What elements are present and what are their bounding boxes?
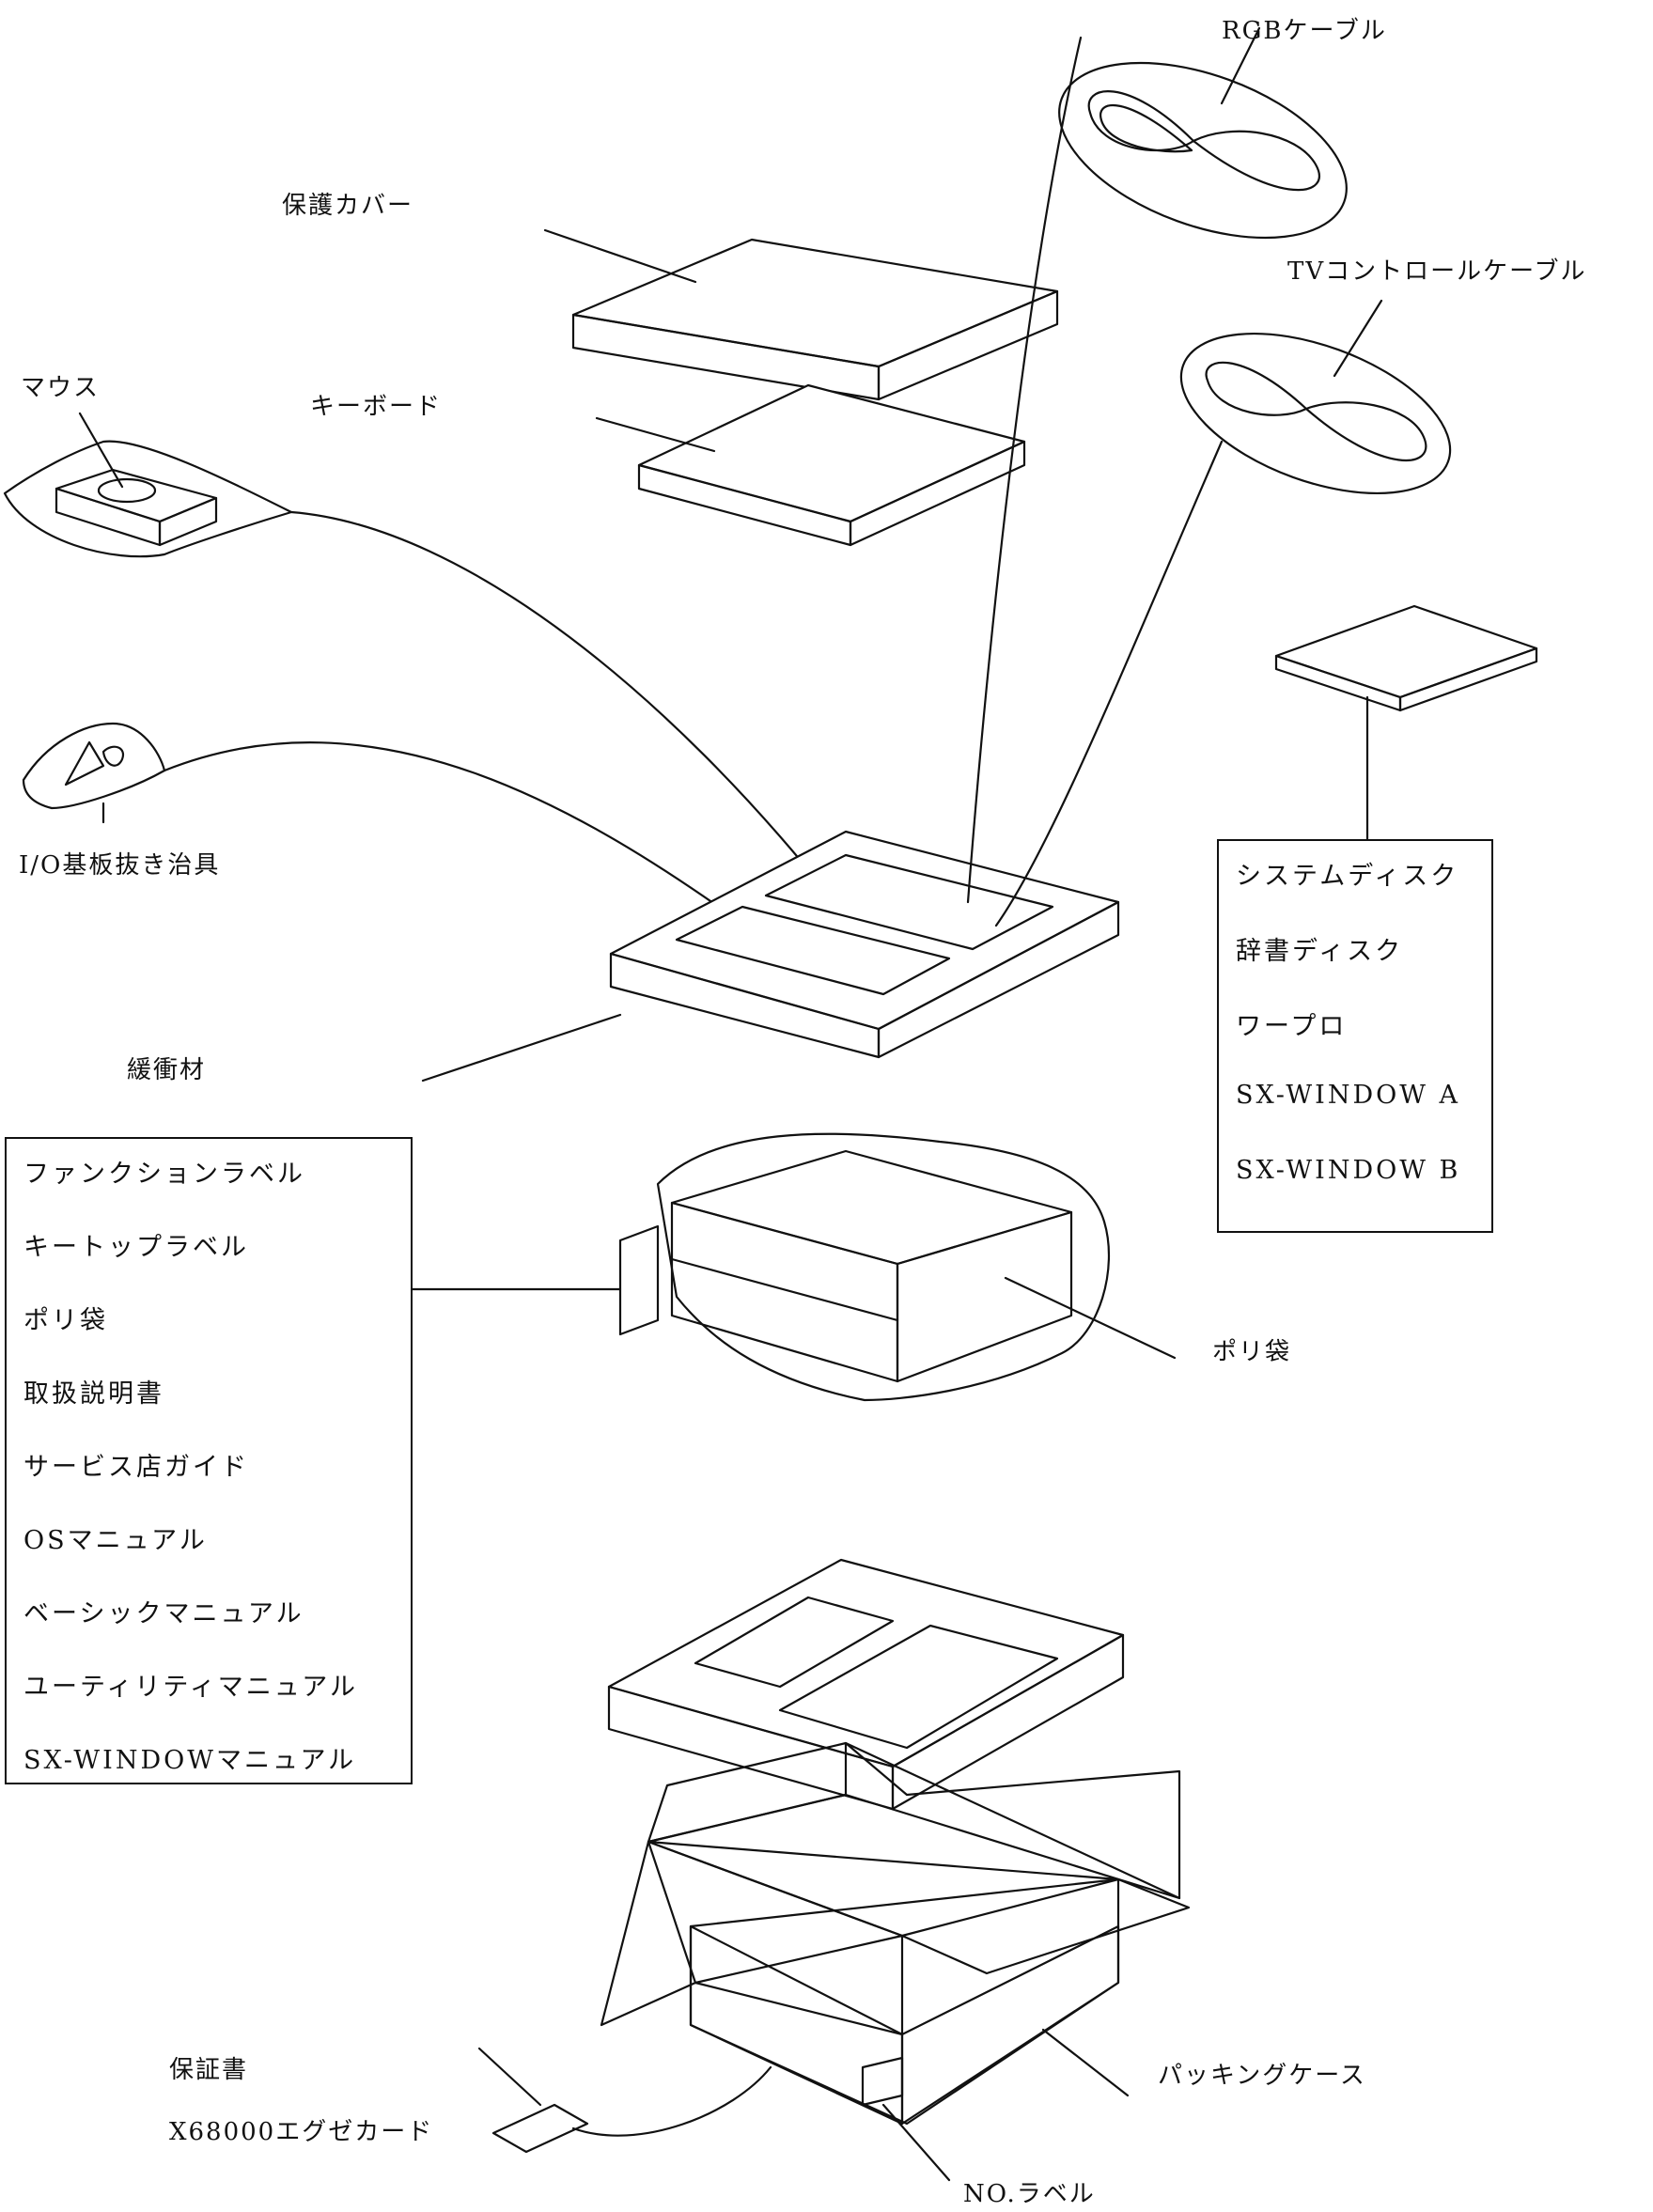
disk-item: 辞書ディスク: [1236, 937, 1404, 966]
io-tool-label: I/O基板抜き治具: [19, 851, 221, 880]
doc-item: ポリ袋: [23, 1306, 108, 1335]
disk-item: SX-WINDOW A: [1236, 1081, 1461, 1110]
doc-item: ベーシックマニュアル: [23, 1599, 304, 1628]
computer-drawing: [410, 1132, 1177, 1402]
tv-cable-label: TVコントロールケーブル: [1287, 257, 1587, 286]
doc-item: 取扱説明書: [23, 1379, 164, 1409]
lower-cushion-drawing: [607, 1558, 1125, 1811]
doc-list-box: ファンクションラベル キートップラベル ポリ袋 取扱説明書 サービス店ガイド O…: [5, 1137, 413, 1784]
doc-item: OSマニュアル: [23, 1526, 208, 1555]
rgb-cable-drawing: [1058, 26, 1348, 240]
cover-label: 保護カバー: [282, 192, 414, 220]
warranty-label: 保証書: [169, 2056, 249, 2084]
card-drawing: [477, 2047, 772, 2154]
cushion-label: 緩衝材: [127, 1056, 207, 1084]
disk-item: ワープロ: [1236, 1012, 1348, 1041]
io-tool-drawing: [22, 722, 754, 932]
doc-item: ユーティリティマニュアル: [23, 1673, 358, 1702]
disk-item: システムディスク: [1236, 862, 1459, 891]
disk-list-box: システムディスク 辞書ディスク ワープロ SX-WINDOW A SX-WIND…: [1217, 839, 1493, 1233]
cushion-drawing: [421, 36, 1224, 1083]
doc-item: ファンクションラベル: [23, 1160, 305, 1189]
tv-cable-drawing: [1179, 299, 1452, 495]
card-label: X68000エグゼカード: [169, 2118, 434, 2146]
no-label-label: NO.ラベル: [963, 2180, 1096, 2208]
doc-item: SX-WINDOWマニュアル: [23, 1746, 357, 1775]
doc-item: キートップラベル: [23, 1233, 249, 1262]
disk-item: SX-WINDOW B: [1236, 1156, 1461, 1185]
doc-item: サービス店ガイド: [23, 1453, 249, 1482]
protective-cover-drawing: [543, 228, 1059, 401]
poly-bag-label: ポリ袋: [1212, 1338, 1292, 1366]
rgb-cable-label: RGBケーブル: [1222, 17, 1387, 45]
keyboard-drawing: [595, 383, 1026, 547]
mouse-label: マウス: [21, 374, 101, 402]
floppy-drawing: [1274, 604, 1538, 841]
keyboard-label: キーボード: [310, 393, 443, 421]
packing-case-label: パッキングケース: [1158, 2062, 1366, 2090]
packing-case-drawing: [600, 1741, 1191, 2182]
mouse-drawing: [3, 412, 829, 895]
